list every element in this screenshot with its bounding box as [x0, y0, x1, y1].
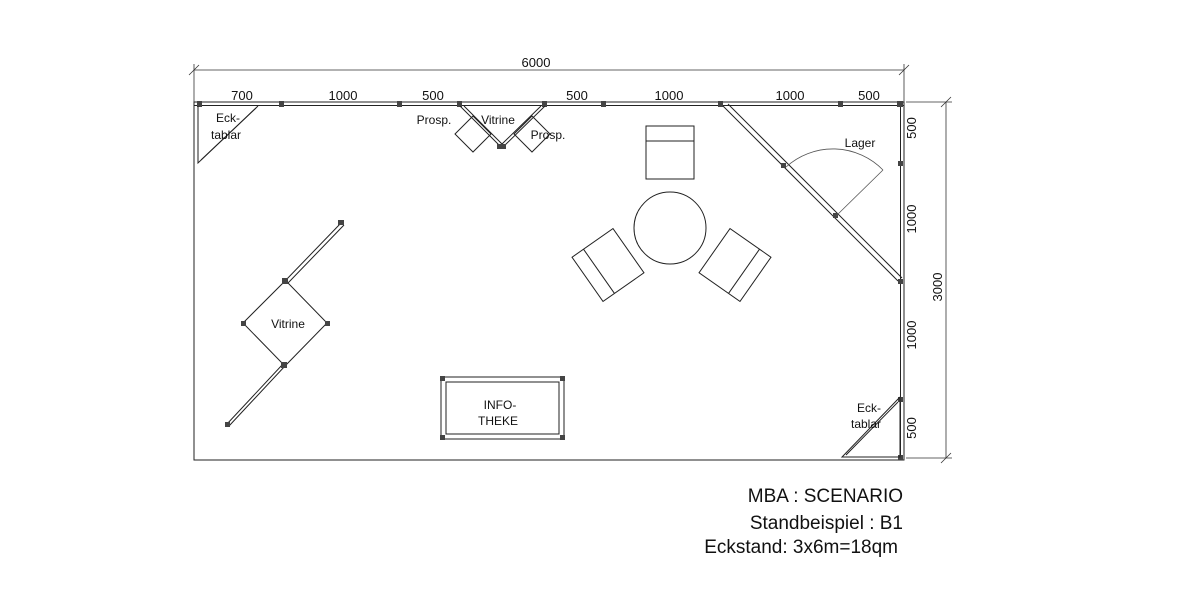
vitrine-top — [459, 105, 546, 149]
info-counter — [440, 376, 565, 440]
booth-outline — [193, 101, 905, 461]
segment-label: 1000 — [776, 88, 805, 103]
vitrine-label: Vitrine — [271, 317, 305, 331]
corner-shelf-bottom-right — [840, 396, 901, 458]
lager-label: Lager — [845, 136, 876, 150]
lager-wall — [722, 103, 903, 282]
segment-label: 500 — [566, 88, 588, 103]
caption-example: Standbeispiel : B1 — [749, 513, 903, 534]
round-table — [633, 191, 707, 265]
corner-shelf-label: tablar — [211, 128, 241, 142]
segment-label: 500 — [422, 88, 444, 103]
prospekt-holder-left — [454, 115, 492, 153]
total-depth-label: 3000 — [930, 273, 945, 302]
armchair-top — [645, 125, 695, 180]
vitrine-freestanding — [225, 220, 345, 427]
segment-label: 700 — [231, 88, 253, 103]
segment-label: 1000 — [904, 205, 919, 234]
corner-shelf-top-left — [197, 105, 259, 165]
corner-shelf-label: Eck- — [216, 111, 240, 125]
dimension-lines — [188, 64, 952, 464]
infotheke-label: INFO- — [484, 398, 517, 412]
armchair-right — [698, 227, 772, 303]
lager-door-swing — [785, 148, 884, 217]
segment-label: 1000 — [655, 88, 684, 103]
infotheke-label: THEKE — [478, 414, 518, 428]
segment-label: 500 — [904, 117, 919, 139]
wall-joints — [197, 101, 903, 460]
segment-label: 500 — [904, 417, 919, 439]
vitrine-label: Vitrine — [481, 113, 515, 127]
segment-label: 1000 — [329, 88, 358, 103]
prospekt-label: Prosp. — [531, 128, 566, 142]
segment-label: 1000 — [904, 321, 919, 350]
total-width-label: 6000 — [522, 55, 551, 70]
caption-stand-size: Eckstand: 3x6m=18qm — [704, 537, 898, 558]
top-segment-labels: 700 1000 500 500 1000 1000 500 — [231, 88, 880, 103]
segment-label: 500 — [858, 88, 880, 103]
prospekt-holder-right — [513, 115, 551, 153]
prospekt-label: Prosp. — [417, 113, 452, 127]
corner-shelf-label: tablar — [851, 417, 881, 431]
armchair-left — [571, 227, 645, 303]
caption-title: MBA : SCENARIO — [747, 486, 903, 507]
corner-shelf-label: Eck- — [857, 401, 881, 415]
right-segment-labels: 500 1000 1000 500 — [904, 117, 919, 439]
